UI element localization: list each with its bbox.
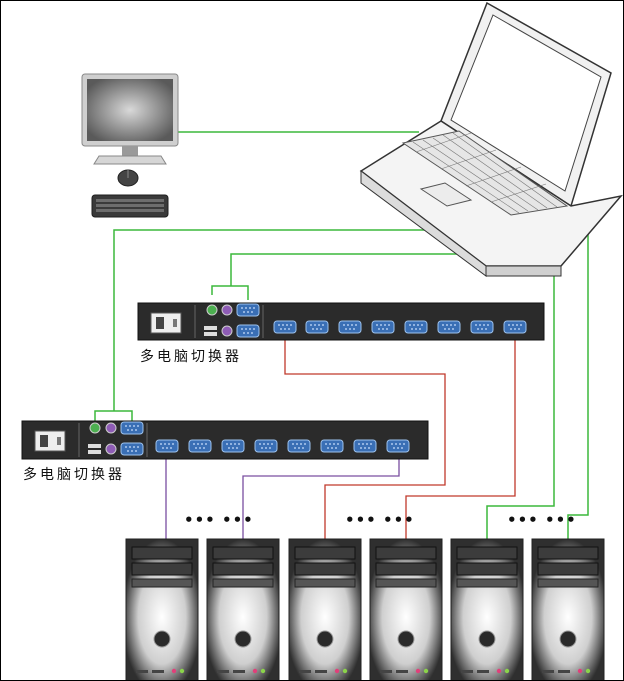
ellipsis-3: ••• ••• [507,511,577,529]
ps2-keyboard-port-icon [89,422,101,434]
monitor-icon [81,73,179,165]
ps2-mouse-port-icon [105,422,117,434]
cable-laptop-kvm2 [113,229,431,411]
green-cables [94,131,589,541]
kvm-switch-2-label: 多电脑切换器 [23,467,125,483]
tower-pc-icon [288,538,362,680]
laptop-icon [359,1,623,277]
ps2-mouse-port-icon [221,304,233,316]
mouse-icon [117,169,139,187]
ellipsis-1: ••• ••• [184,511,254,529]
tower-pc-icon [206,538,280,680]
ps2-keyboard-port-icon [206,304,218,316]
tower-pc-icon [125,538,199,680]
cable-laptop-kvm1 [230,253,461,286]
usb-port-icon [204,326,217,330]
tower-pc-icon [450,538,524,680]
tower-pcs [125,538,605,680]
cable-kvm2-pc2 [242,453,400,541]
kvm-switch-1 [137,302,545,341]
usb-port-icon [88,444,101,448]
kvm-switch-1-label: 多电脑切换器 [140,349,242,365]
purple-cables [165,453,400,541]
cable-kvm2-ps2 [94,410,133,425]
tower-pc-icon [531,538,605,680]
red-cables [284,335,516,541]
cable-laptop-pc5 [486,236,555,541]
vga-console-port-icon [236,303,260,317]
vga-port-icon [155,439,179,453]
keyboard-icon [91,194,169,218]
tower-pc-icon [369,538,443,680]
cable-kvm1-pc4 [405,335,516,541]
cable-kvm1-pc3 [284,335,446,541]
kvm-switch-2 [21,420,429,460]
cable-kvm1-ps2 [211,285,249,300]
vga-port-icon [273,320,297,334]
ellipsis-2: ••• ••• [345,511,415,529]
vga-console-port-icon [120,421,144,435]
cable-laptop-pc6 [567,213,589,541]
